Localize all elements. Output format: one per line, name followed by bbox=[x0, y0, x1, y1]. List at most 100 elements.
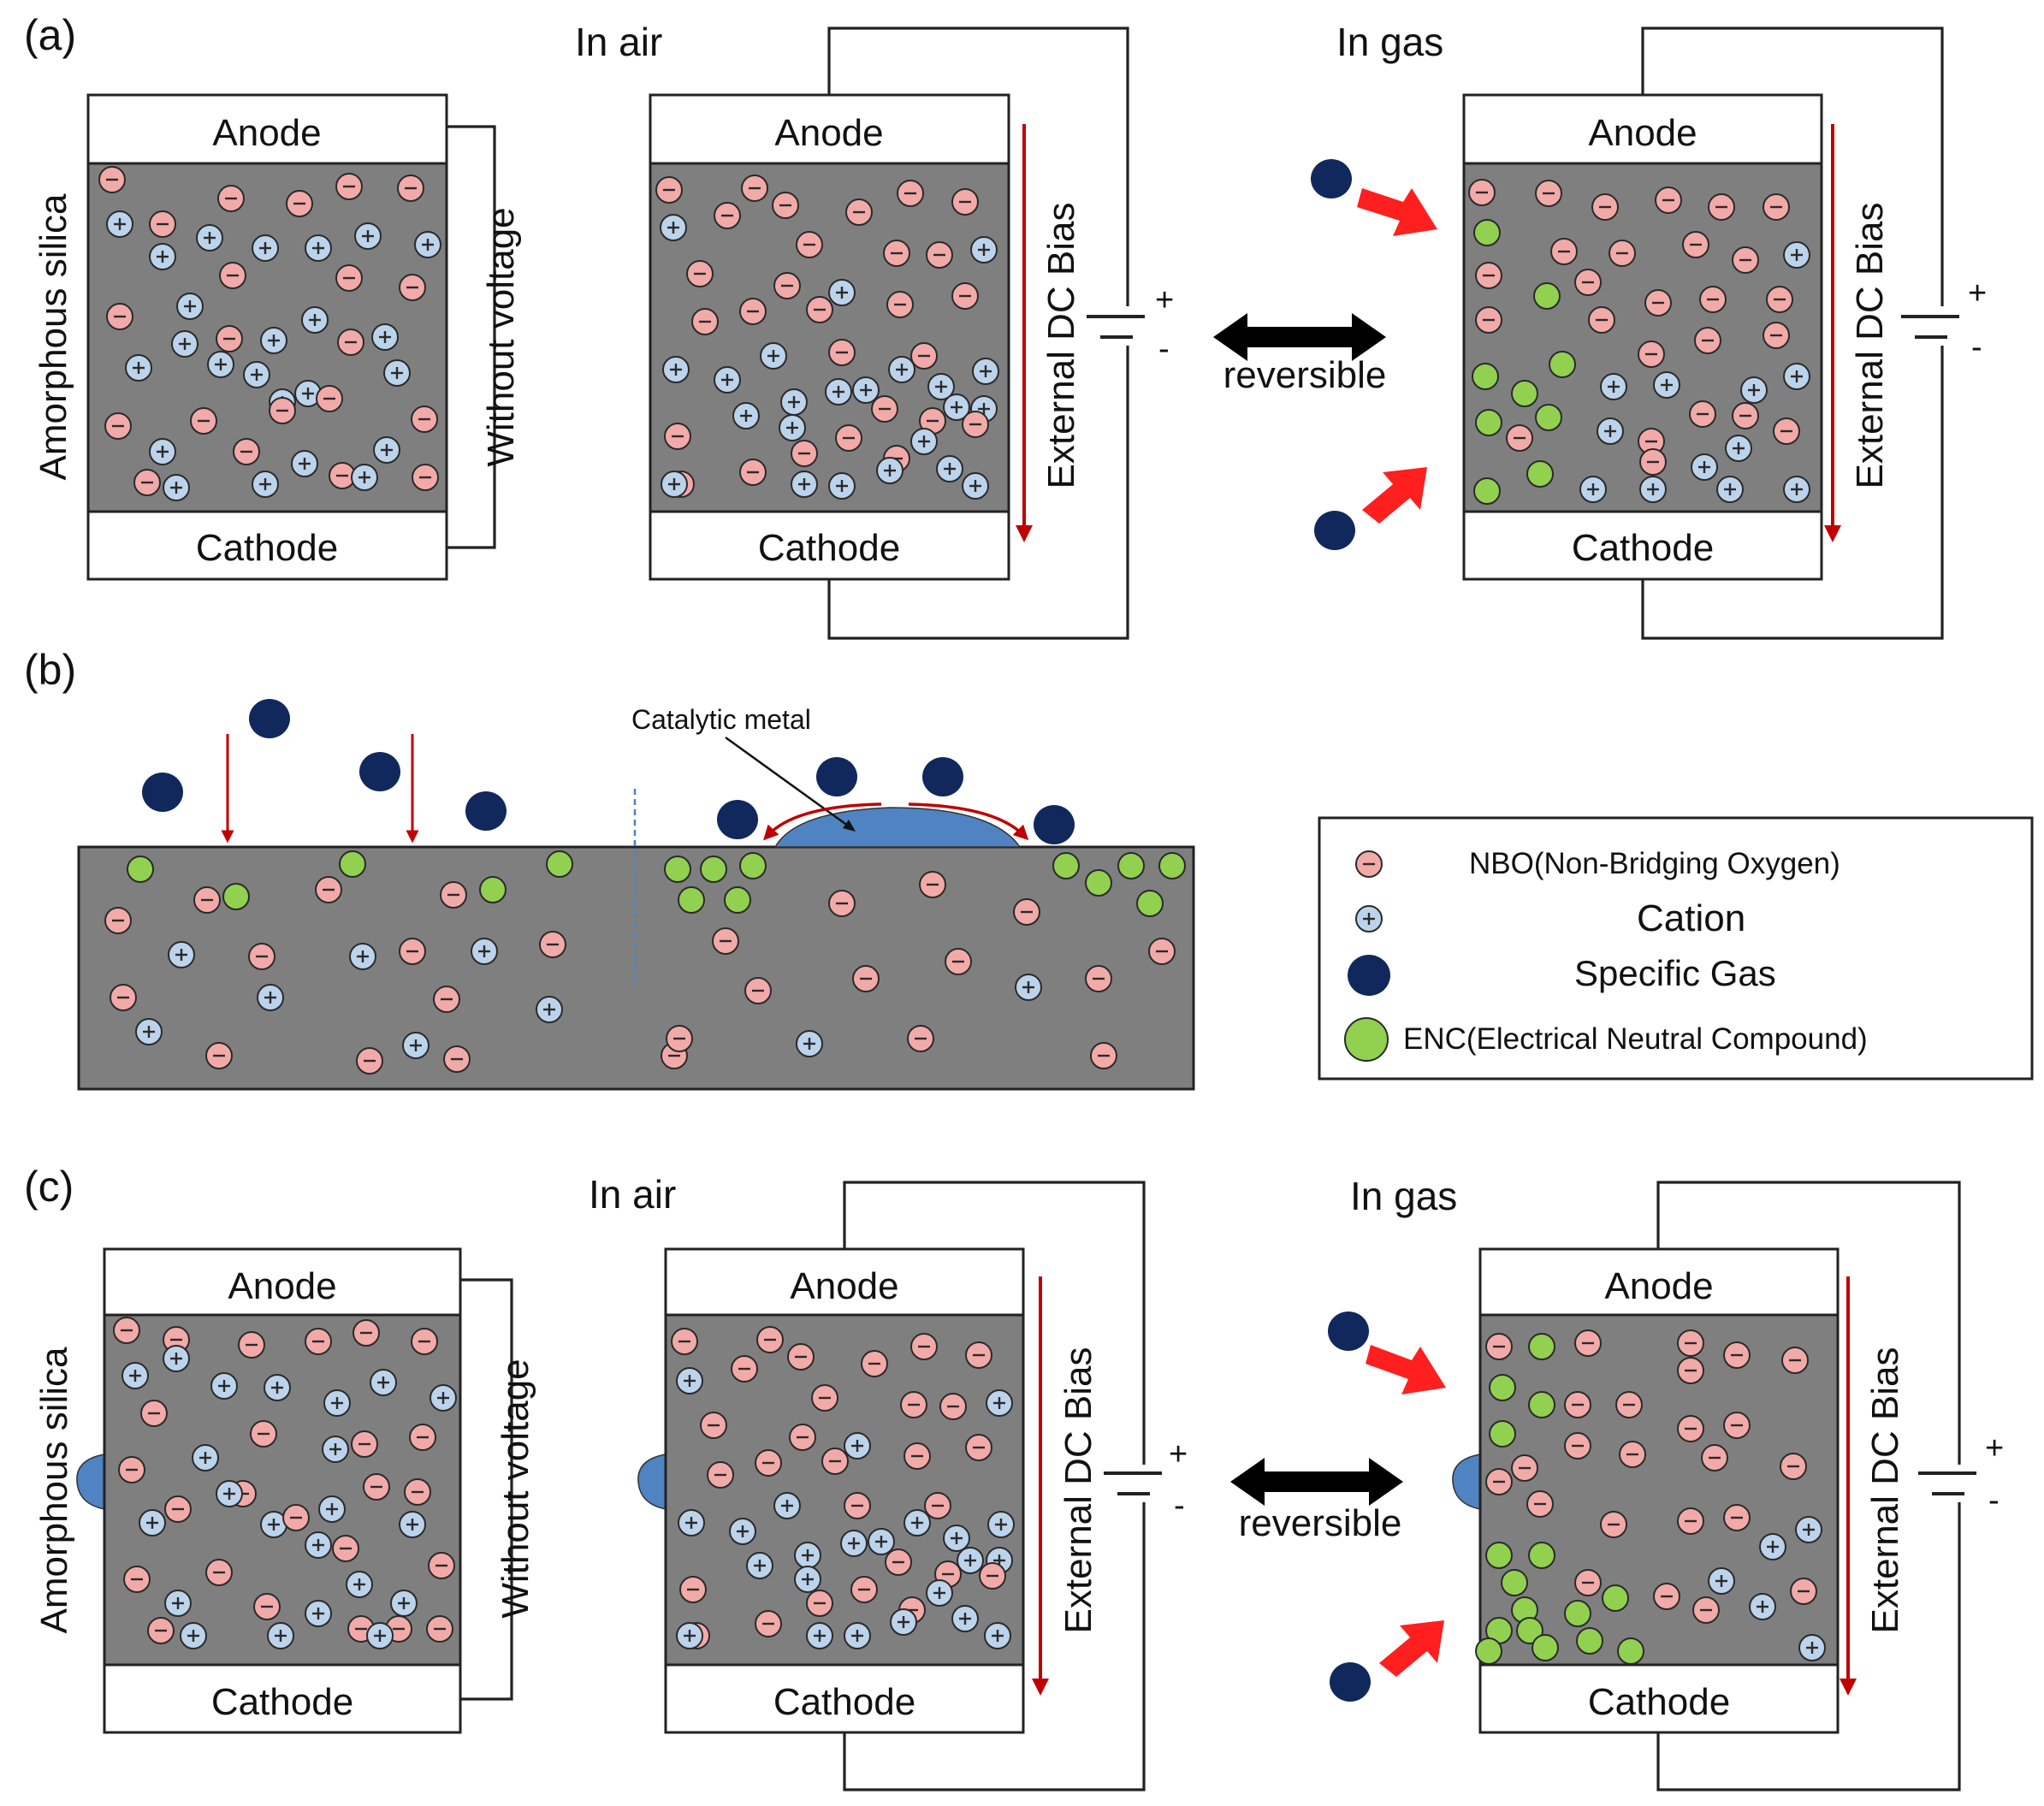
device-a-in-air: In air + - Anode Cathode External DC Bia… bbox=[575, 20, 1174, 640]
nbo-particle bbox=[906, 1024, 935, 1053]
cathode-label: Cathode bbox=[1588, 1681, 1730, 1723]
nbo-particle bbox=[247, 942, 276, 971]
cation-particle bbox=[827, 471, 856, 500]
nbo-particle bbox=[193, 885, 222, 915]
cation-particle bbox=[148, 437, 177, 466]
cation-particle bbox=[429, 1383, 458, 1412]
nbo-particle bbox=[678, 1575, 708, 1604]
cation-particle bbox=[162, 1344, 191, 1373]
nbo-particle bbox=[655, 175, 684, 204]
anode-electrode bbox=[1462, 93, 1823, 165]
enc-particle bbox=[1473, 219, 1501, 246]
nbo-particle bbox=[215, 324, 244, 353]
nbo-particle bbox=[1484, 1332, 1514, 1361]
nbo-particle bbox=[189, 406, 218, 435]
cation-particle bbox=[304, 1599, 333, 1628]
cation-particle bbox=[971, 357, 1000, 386]
nbo-particle bbox=[411, 463, 440, 492]
nbo-particle bbox=[738, 458, 767, 487]
nbo-particle bbox=[1084, 964, 1113, 993]
cation-particle bbox=[1748, 1592, 1777, 1621]
cation-particle bbox=[1579, 475, 1608, 504]
cation-particle bbox=[824, 377, 853, 406]
cathode-electrode bbox=[649, 510, 1010, 581]
nbo-particle bbox=[331, 1534, 360, 1563]
nbo-particle bbox=[884, 1548, 913, 1577]
reversible-indicator: reversible bbox=[1213, 313, 1386, 396]
nbo-particle bbox=[146, 1616, 175, 1645]
nbo-particle bbox=[1789, 1577, 1818, 1606]
cathode-electrode bbox=[664, 1663, 1025, 1734]
in-air-label: In air bbox=[589, 1172, 676, 1217]
nbo-particle bbox=[432, 985, 461, 1014]
enc-particle bbox=[127, 856, 154, 883]
nbo-particle bbox=[1591, 192, 1620, 222]
callout-line bbox=[725, 736, 852, 830]
in-gas-label: In gas bbox=[1350, 1174, 1457, 1218]
cation-particle bbox=[732, 401, 761, 430]
nbo-particle bbox=[98, 165, 127, 194]
nbo-particle bbox=[285, 189, 314, 218]
cation-particle bbox=[179, 1621, 208, 1650]
minus-sign: - bbox=[1158, 331, 1170, 367]
nbo-particle bbox=[1587, 305, 1616, 335]
open-bracket bbox=[447, 125, 496, 549]
cathode-label: Cathode bbox=[196, 527, 338, 569]
nbo-particle bbox=[109, 983, 138, 1012]
enc-particle bbox=[724, 886, 751, 914]
enc-particle bbox=[700, 856, 727, 883]
device-c-in-air: In air + - Anode Cathode External DC Bia… bbox=[589, 1172, 1188, 1791]
cation-particle bbox=[889, 1608, 918, 1637]
cation-particle bbox=[251, 234, 280, 263]
cation-particle bbox=[745, 1551, 774, 1580]
cathode-electrode bbox=[1462, 510, 1823, 581]
nbo-particle bbox=[909, 341, 939, 370]
circuit-wire bbox=[843, 1181, 1146, 1791]
nbo-particle bbox=[1510, 1454, 1539, 1483]
nbo-particle bbox=[964, 1433, 993, 1462]
nbo-particle bbox=[1012, 897, 1041, 927]
cation-particle bbox=[793, 1565, 822, 1594]
cation-particle bbox=[401, 1031, 430, 1060]
nbo-particle bbox=[112, 1316, 141, 1345]
anode-electrode bbox=[664, 1247, 1025, 1317]
anode-label: Anode bbox=[228, 1265, 336, 1307]
amorphous-silica-label: Amorphous silica bbox=[33, 193, 74, 481]
enc-particle bbox=[1528, 1542, 1555, 1569]
silica-layer bbox=[649, 162, 1010, 513]
nbo-particle bbox=[699, 1411, 728, 1440]
legend-enc-label: ENC(Electrical Neutral Compound) bbox=[1403, 1022, 1868, 1056]
spillover-arrow-left bbox=[762, 802, 882, 841]
nbo-particle bbox=[148, 210, 177, 239]
cathode-label: Cathode bbox=[1572, 527, 1714, 569]
nbo-particle bbox=[923, 1491, 952, 1520]
nbo-particle bbox=[439, 880, 468, 909]
nbo-particle bbox=[1614, 1390, 1644, 1419]
nbo-particle bbox=[850, 1575, 879, 1604]
silica-slab bbox=[77, 845, 1195, 1091]
enc-particle bbox=[1085, 869, 1112, 897]
cation-particle bbox=[660, 470, 689, 499]
cation-particle bbox=[867, 1527, 896, 1556]
nbo-particle bbox=[978, 1561, 1007, 1590]
gas-molecule bbox=[1314, 511, 1355, 550]
cation-particle bbox=[951, 1604, 980, 1633]
in-gas-label: In gas bbox=[1336, 20, 1443, 64]
gas-molecule bbox=[359, 752, 400, 791]
nbo-particle bbox=[398, 273, 427, 302]
cation-particle bbox=[215, 1479, 244, 1508]
cation-particle bbox=[1599, 372, 1628, 401]
nbo-particle bbox=[314, 875, 343, 904]
nbo-particle bbox=[237, 1330, 266, 1359]
cation-particle bbox=[398, 1510, 427, 1539]
cation-particle bbox=[259, 326, 288, 355]
enc-particle bbox=[1489, 1374, 1516, 1401]
anode-electrode bbox=[649, 93, 1010, 165]
nbo-particle bbox=[843, 1491, 872, 1520]
enc-particle bbox=[479, 876, 507, 903]
enc-particle bbox=[1511, 380, 1538, 407]
nbo-particle bbox=[1676, 1414, 1705, 1443]
nbo-particle bbox=[105, 302, 134, 331]
enc-particle bbox=[1532, 1634, 1559, 1661]
nbo-particle bbox=[754, 1609, 783, 1638]
